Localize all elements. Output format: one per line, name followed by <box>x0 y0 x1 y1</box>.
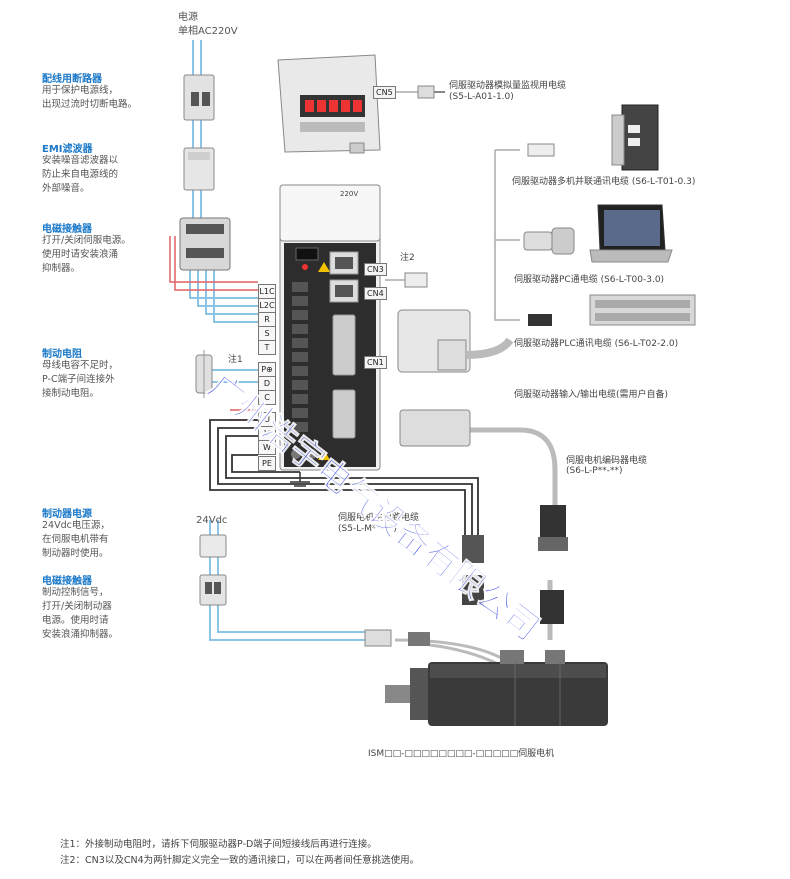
power-title: 电源 <box>178 12 198 23</box>
analog-plug <box>417 85 445 99</box>
side-note-desc: 用于保护电源线， 出现过流时切断电路。 <box>42 85 138 110</box>
ground-symbol <box>290 472 310 487</box>
side-note-desc: 母线电容不足时， P-C端子间连接外 接制动电阻。 <box>42 360 119 399</box>
terminal-l2c: L2C <box>258 298 276 313</box>
servo-motor <box>385 650 608 726</box>
dc24-label: 24Vdc <box>196 515 228 526</box>
side-note-title: 电磁接触器 <box>42 224 92 235</box>
motor-wires <box>209 419 479 540</box>
io-cable-label: 伺服驱动器输入/输出电缆(需用户自备) <box>514 390 669 400</box>
pc-cable-label: 伺服驱动器PC通电缆 (S6-L-T00-3.0) <box>514 275 665 285</box>
io-connector <box>397 309 514 373</box>
terminal-s: S <box>258 326 276 341</box>
port-cn4: CN4 <box>364 287 387 300</box>
analog-cable-label: 伺服驱动器模拟量监视用电缆 <box>449 81 567 91</box>
side-note-desc: 打开/关闭伺服电源。 使用时请安装浪涌 抑制器。 <box>42 235 131 274</box>
side-note-title: 配线用断路器 <box>42 74 102 85</box>
side-note-title: EMI滤波器 <box>42 144 93 155</box>
port-cn1: CN1 <box>364 356 387 369</box>
terminal-w: W <box>258 440 276 455</box>
encoder-cable-model: (S6-L-P**-**) <box>566 466 623 476</box>
terminal-p: P⊕ <box>258 362 276 377</box>
note2-marker: 注2 <box>400 253 415 263</box>
emi-filter <box>183 147 215 191</box>
plc-unit <box>528 294 696 326</box>
note1-marker: 注1 <box>228 355 243 365</box>
side-note-title: 制动器电源 <box>42 509 92 520</box>
drive-voltage-label: 220V <box>340 190 359 198</box>
side-note-title: 制动电阻 <box>42 349 82 360</box>
power-subtitle: 单相AC220V <box>178 26 238 37</box>
terminal-r: R <box>258 312 276 327</box>
laptop <box>523 204 673 263</box>
main-power-plug <box>364 535 484 647</box>
port-cn5: CN5 <box>373 86 396 99</box>
servo-drive <box>279 184 381 471</box>
analog-cable-model: (S5-L-A01-1.0) <box>449 92 514 102</box>
magnetic-contactor <box>179 217 231 271</box>
side-note-title: 电磁接触器 <box>42 576 92 587</box>
port-cn3: CN3 <box>364 263 387 276</box>
footnote-2: 注2：CN3以及CN4为两针脚定义完全一致的通讯接口，可以在两者间任意挑选使用。 <box>60 855 420 866</box>
footnote-1: 注1：外接制动电阻时，请拆下伺服驱动器P-D端子间短接线后再进行连接。 <box>60 839 377 850</box>
cn3-rj45-plug <box>404 272 428 288</box>
terminal-l1c: L1C <box>258 284 276 299</box>
side-note-desc: 24Vdc电压源， 在伺服电机带有 制动器时使用。 <box>42 520 110 559</box>
encoder-plug-motor <box>538 505 568 624</box>
drive-top-panel <box>277 54 381 154</box>
circuit-breaker <box>183 74 215 121</box>
side-note-desc: 安装噪音滤波器以 防止来自电源线的 外部噪音。 <box>42 155 119 194</box>
main-cable-label: 伺服电机主电路电缆 <box>338 513 420 523</box>
encoder-plug-drive <box>399 409 471 447</box>
dc24-power-module <box>199 534 227 606</box>
main-cable-model: (S5-L-M**-**) <box>338 524 397 534</box>
terminal-t: T <box>258 340 276 355</box>
terminal-pe: PE <box>258 456 276 471</box>
terminal-c: C <box>258 390 276 405</box>
multi-drive-unit <box>527 104 659 171</box>
motor-label: ISM□□-□□□□□□□□-□□□□□伺服电机 <box>368 749 555 759</box>
side-note-desc: 制动控制信号， 打开/关闭制动器 电源。使用时请 安装浪涌抑制器。 <box>42 587 119 640</box>
multi-cable-label: 伺服驱动器多机并联通讯电缆 (S6-L-T01-0.3) <box>512 177 696 187</box>
encoder-cable-label: 伺服电机编码器电缆 <box>566 456 648 466</box>
plc-cable-label: 伺服驱动器PLC通讯电缆 (S6-L-T02-2.0) <box>514 339 679 349</box>
brake-resistor <box>195 350 213 398</box>
